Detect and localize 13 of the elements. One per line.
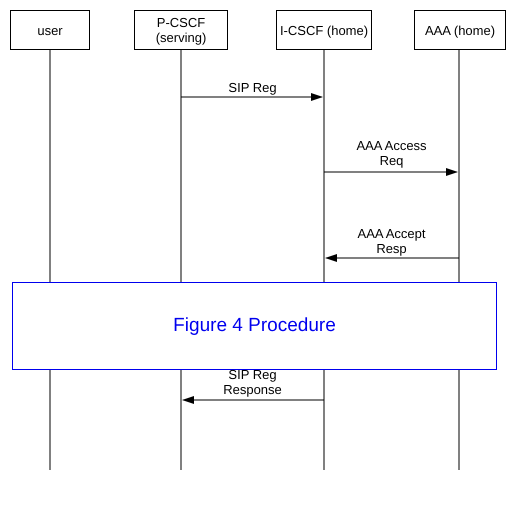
- message-arrow: [325, 254, 460, 262]
- message-arrow: [324, 168, 458, 176]
- message-label: AAA Access Req: [355, 138, 428, 168]
- message-label: AAA Accept Resp: [356, 226, 426, 256]
- procedure-box: Figure 4 Procedure: [12, 282, 497, 370]
- participant-box: I-CSCF (home): [276, 10, 372, 50]
- participant-box: P-CSCF (serving): [134, 10, 228, 50]
- message-arrow: [182, 396, 324, 404]
- message-arrow: [180, 93, 323, 101]
- participant-box: AAA (home): [414, 10, 506, 50]
- message-label: SIP Reg: [227, 80, 278, 95]
- message-label: SIP Reg Response: [222, 367, 283, 397]
- participant-box: user: [10, 10, 90, 50]
